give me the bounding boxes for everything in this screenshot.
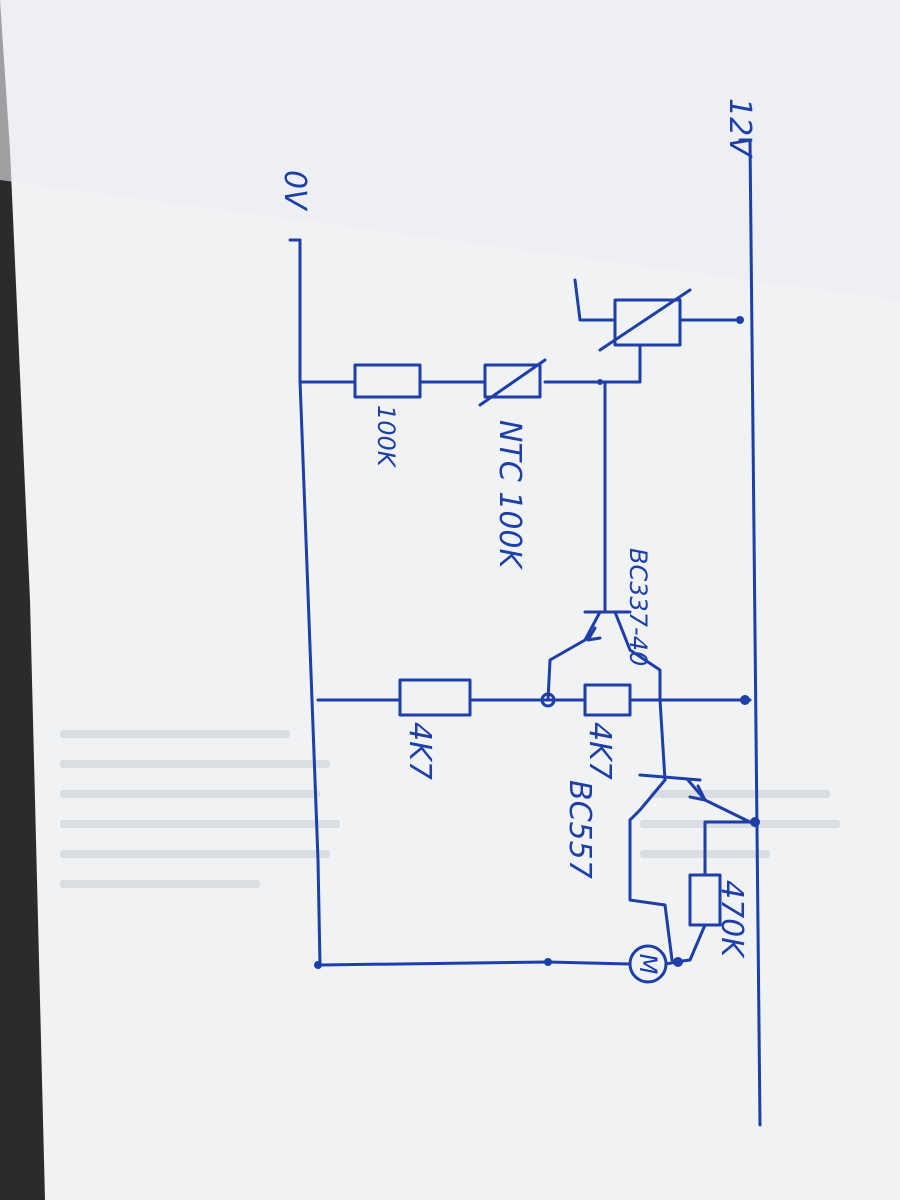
q2-base-bar bbox=[638, 773, 702, 782]
label-4k7-left: 4K7 bbox=[402, 722, 437, 780]
q2-emitter-arrow bbox=[688, 784, 707, 802]
0v-rail bbox=[298, 238, 322, 967]
ntc-slash bbox=[478, 358, 547, 407]
variable-resistor-arrow bbox=[598, 288, 692, 352]
label-0v: 0V bbox=[277, 170, 312, 212]
q2-collector bbox=[628, 778, 667, 822]
junction-dots bbox=[314, 316, 760, 969]
q1-emitter bbox=[546, 610, 602, 702]
q1-collector bbox=[613, 610, 662, 702]
label-ntc-100k: NTC 100K bbox=[492, 420, 527, 571]
pot-wiper bbox=[573, 278, 617, 322]
label-12v: 12V bbox=[722, 98, 757, 159]
pot-lead-bottom bbox=[603, 343, 642, 384]
label-100k: 100K bbox=[372, 405, 400, 469]
label-motor: M bbox=[634, 954, 662, 975]
12v-rail bbox=[748, 138, 762, 1127]
label-bc337: BC337-40 bbox=[624, 548, 652, 666]
q1-emitter-arrow bbox=[586, 626, 602, 642]
resistor-4k7-left bbox=[398, 678, 472, 717]
r470k-top-lead bbox=[703, 820, 752, 877]
variable-resistor bbox=[613, 298, 682, 347]
paper-shade bbox=[0, 0, 900, 300]
divider-node-wire bbox=[543, 380, 607, 612]
q2-base-wire bbox=[658, 698, 667, 782]
label-bc557: BC557 bbox=[562, 780, 597, 879]
label-470k: 470K bbox=[714, 880, 749, 959]
bleed-through-text bbox=[60, 730, 840, 888]
motor-collector-wire bbox=[628, 818, 674, 962]
label-4k7-mid: 4K7 bbox=[582, 722, 617, 780]
